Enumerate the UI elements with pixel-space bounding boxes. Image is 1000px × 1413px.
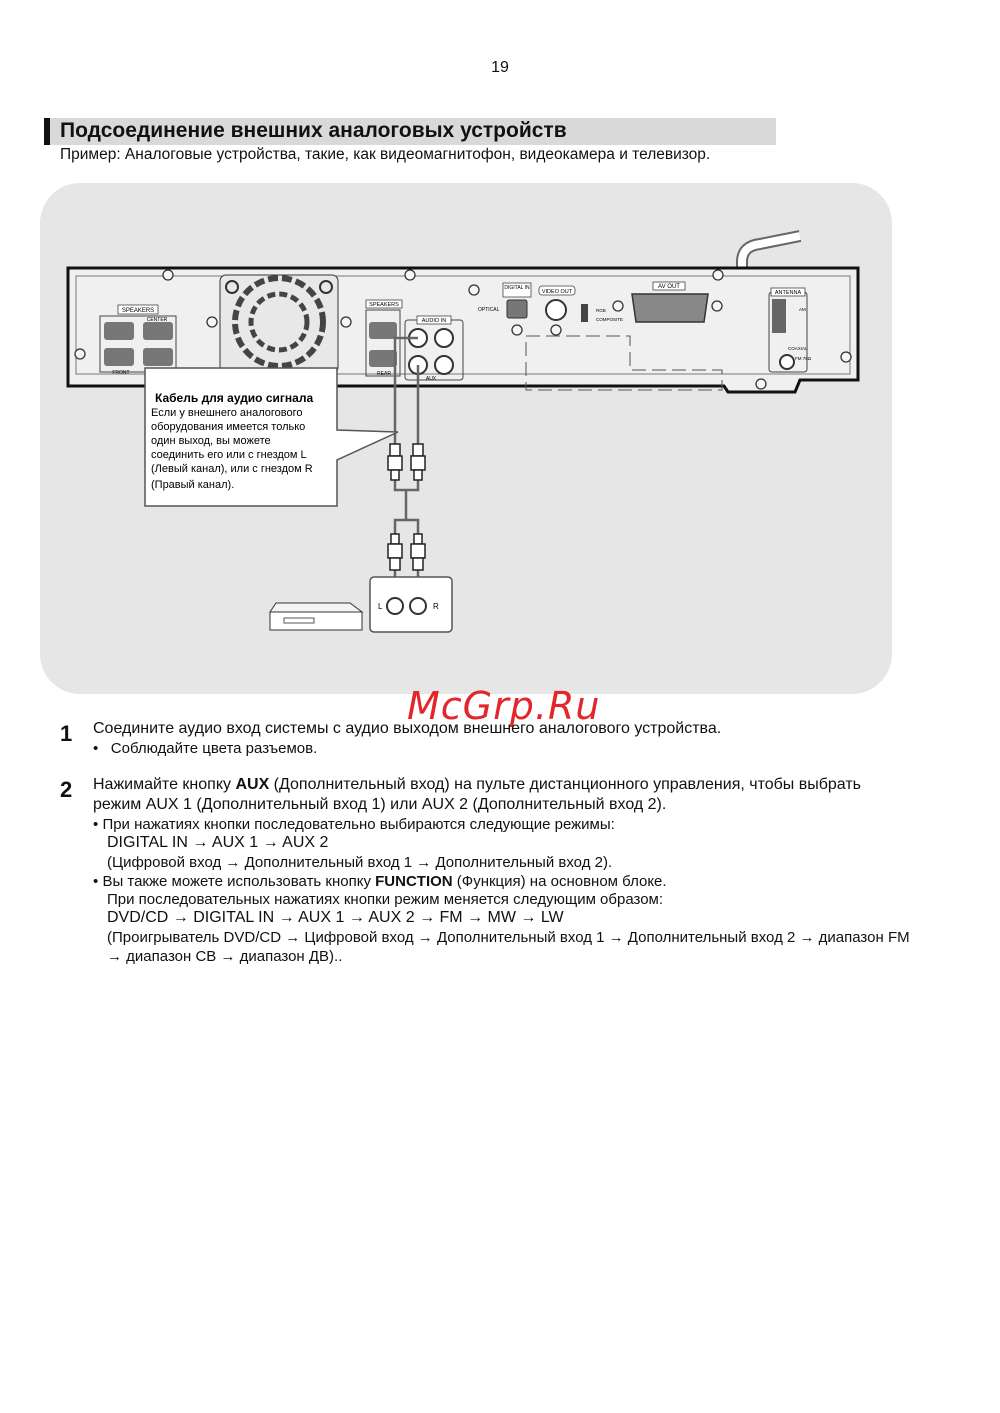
svg-text:соединить его или с гнездом L: соединить его или с гнездом L — [151, 449, 307, 461]
audio-in-label: AUDIO IN — [422, 318, 446, 324]
bullet-text: Соблюдайте цвета разъемов. — [110, 740, 318, 757]
jack-left-label: L — [378, 602, 383, 611]
video-out-label: VIDEO OUT — [542, 289, 573, 295]
screws — [74, 269, 852, 390]
rca-plugs — [387, 443, 426, 571]
composite-label: COMPOSITE — [596, 317, 623, 322]
av-out-label: AV OUT — [658, 284, 680, 290]
svg-text:(Левый канал), или с гнездом R: (Левый канал), или с гнездом R — [151, 463, 313, 475]
optical-label: OPTICAL — [478, 307, 500, 313]
step-2-number: 2 — [60, 777, 73, 802]
front-speaker-terminals — [99, 315, 177, 373]
coaxial-label: COAXIAL — [788, 346, 808, 351]
video-out-jack — [545, 299, 567, 321]
front-label: FRONT — [112, 370, 129, 376]
am-label: AM — [799, 307, 806, 312]
step-2-bullet-2-line-2: При последовательных нажатиях кнопки реж… — [107, 891, 664, 908]
step-2-line-2: режим AUX 1 (Дополнительный вход 1) или … — [93, 796, 667, 813]
header-accent-bar — [44, 118, 50, 145]
optical-jack — [506, 299, 528, 319]
step-2-bullet-2-translation: (Проигрыватель DVD/CD → Цифровой вход → … — [107, 929, 910, 946]
callout-text: Если у внешнего аналогового оборудования… — [151, 407, 313, 491]
step-2-bullet-2: • Вы также можете использовать кнопку FU… — [93, 873, 667, 890]
antenna-label: ANTENNA — [775, 290, 802, 296]
step-2-bullet-2-translation-cont: → диапазон СВ → диапазон ДВ).. — [107, 948, 343, 965]
rgb-composite-switch — [581, 304, 588, 322]
scart-connector — [631, 293, 709, 323]
callout-box — [144, 367, 399, 507]
center-label: CENTER — [147, 317, 168, 323]
callout-title: Кабель для аудио сигнала — [155, 391, 313, 405]
speakers-rear-label: SPEAKERS — [369, 302, 399, 308]
watermark: McGrp.Ru — [407, 684, 601, 728]
svg-text:один выход, вы можете: один выход, вы можете — [151, 435, 271, 447]
step-1-number: 1 — [60, 721, 73, 746]
fm-label: FM 75Ω — [795, 356, 812, 361]
step-2-bullet-1: • При нажатиях кнопки последовательно вы… — [93, 816, 615, 833]
page-number: 19 — [491, 59, 509, 76]
digital-in-label: DIGITAL IN — [504, 285, 530, 291]
section-title: Подсоединение внешних аналоговых устройс… — [60, 119, 567, 142]
step-1-text: Соедините аудио вход системы с аудио вых… — [93, 720, 722, 737]
rear-speaker-terminals — [365, 309, 401, 377]
section-header: Подсоединение внешних аналоговых устройс… — [44, 118, 776, 145]
analog-device-illustration — [269, 602, 364, 631]
step-2-bullet-1-translation: (Цифровой вход → Дополнительный вход 1 →… — [107, 854, 613, 871]
bullet: • — [93, 740, 99, 757]
section-subtitle: Пример: Аналоговые устройства, такие, ка… — [60, 146, 711, 163]
step-2-bullet-2-sequence: DVD/CD → DIGITAL IN → AUX 1 → AUX 2 → FM… — [107, 909, 564, 926]
speakers-label: SPEAKERS — [122, 308, 154, 314]
step-1-bullet: • Соблюдайте цвета разъемов. — [93, 740, 317, 757]
step-2-line-1: Нажимайте кнопку AUX (Дополнительный вхо… — [93, 776, 862, 793]
rgb-label: RGB — [596, 308, 606, 313]
svg-text:Если у внешнего аналогового: Если у внешнего аналогового — [151, 407, 302, 419]
svg-text:(Правый канал).: (Правый канал). — [151, 479, 234, 491]
connection-diagram: SPEAKERS CENTER FRONT SPEAKERS REAR AUDI… — [66, 230, 860, 633]
svg-text:оборудования имеется только: оборудования имеется только — [151, 421, 305, 433]
aux-label: AUX — [426, 376, 437, 382]
rear-label: REAR — [377, 371, 391, 377]
jack-right-label: R — [433, 602, 439, 611]
step-2-bullet-1-sequence: DIGITAL IN → AUX 1 → AUX 2 — [107, 834, 329, 851]
